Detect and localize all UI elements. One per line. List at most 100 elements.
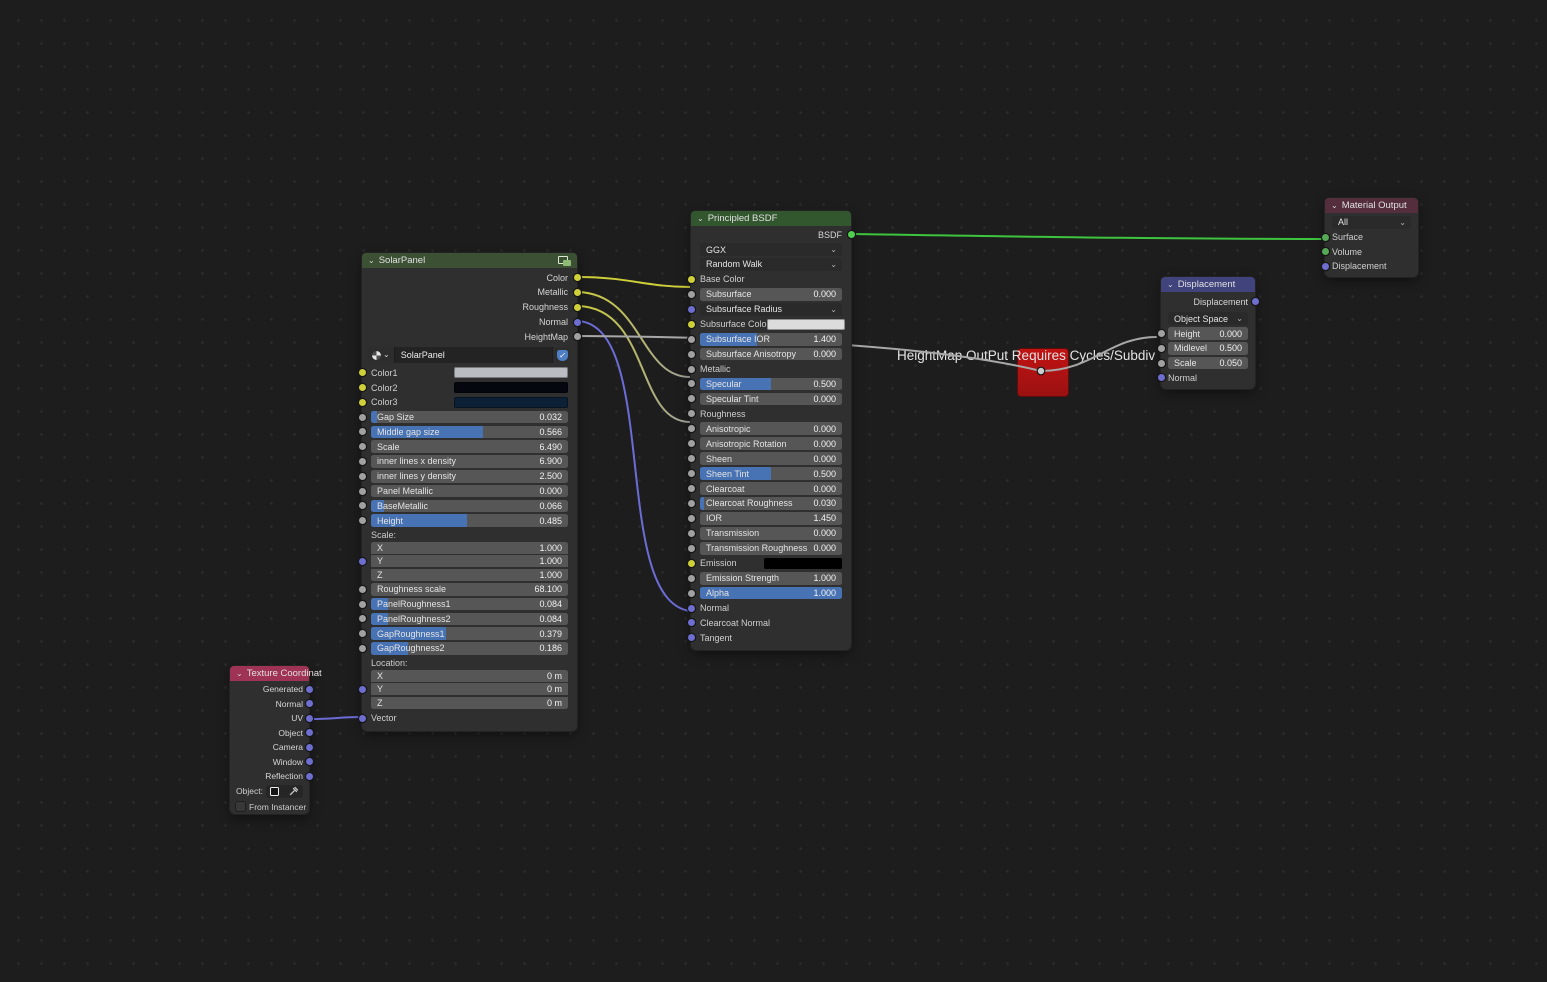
socket-color[interactable]	[573, 274, 581, 282]
socket-color2[interactable]	[358, 384, 366, 392]
socket[interactable]	[687, 485, 695, 493]
subsurface-radius-dropdown[interactable]: Subsurface Radius⌄	[687, 302, 842, 316]
link-color-basecolor[interactable]	[577, 276, 691, 288]
socket-heightmap[interactable]	[573, 333, 581, 341]
socket[interactable]	[358, 502, 366, 510]
texture-coordinate-header[interactable]: ⌄ Texture Coordinat	[230, 666, 322, 681]
subsurface-color-swatch[interactable]	[766, 318, 845, 330]
socket-color1[interactable]	[358, 369, 366, 377]
socket-metallic[interactable]	[687, 365, 695, 373]
link-bsdf-surface[interactable]	[851, 233, 1325, 240]
socket[interactable]	[687, 529, 695, 537]
socket[interactable]	[687, 544, 695, 552]
socket[interactable]	[687, 335, 695, 343]
object-field[interactable]	[265, 784, 303, 798]
socket-normal[interactable]	[573, 318, 581, 326]
socket-object[interactable]	[305, 729, 313, 737]
socket-base-color[interactable]	[687, 275, 695, 283]
socket[interactable]	[358, 615, 366, 623]
socket[interactable]	[687, 589, 695, 597]
node-material-output[interactable]: ⌄ Material Output All⌄ Surface Volume Di…	[1321, 198, 1418, 277]
link-roughness[interactable]	[577, 305, 691, 423]
socket-roughness[interactable]	[687, 410, 695, 418]
socket[interactable]	[687, 350, 695, 358]
fake-user-toggle[interactable]: ✓	[553, 347, 571, 364]
socket-window[interactable]	[305, 758, 313, 766]
from-instancer-row[interactable]: From Instancer	[236, 800, 306, 814]
socket[interactable]	[687, 470, 695, 478]
node-displacement[interactable]: ⌄ Displacement Displacement Object Space…	[1157, 277, 1259, 390]
collapse-chevron-icon[interactable]: ⌄	[368, 255, 375, 265]
socket[interactable]	[358, 457, 366, 465]
socket-displacement-in[interactable]	[1321, 262, 1329, 270]
node-solarpanel-group[interactable]: ⌄ SolarPanel Color Metallic Roughness No…	[358, 253, 581, 731]
link-metallic[interactable]	[577, 291, 691, 378]
socket-normal[interactable]	[1157, 374, 1165, 382]
socket-vector[interactable]	[358, 714, 366, 722]
socket[interactable]	[687, 514, 695, 522]
socket[interactable]	[687, 395, 695, 403]
socket[interactable]	[358, 472, 366, 480]
socket-generated[interactable]	[305, 685, 313, 693]
collapse-chevron-icon[interactable]: ⌄	[236, 668, 243, 678]
collapse-chevron-icon[interactable]: ⌄	[1331, 200, 1338, 210]
socket-normal[interactable]	[687, 604, 695, 612]
socket[interactable]	[358, 600, 366, 608]
socket[interactable]	[687, 574, 695, 582]
target-dropdown[interactable]: All⌄	[1332, 215, 1411, 229]
socket-surface[interactable]	[1321, 233, 1329, 241]
emission-color-swatch[interactable]	[763, 557, 842, 569]
socket-subsurface-color[interactable]	[687, 320, 695, 328]
link-normal[interactable]	[577, 320, 691, 612]
socket-roughness[interactable]	[573, 303, 581, 311]
socket[interactable]	[358, 413, 366, 421]
socket[interactable]	[358, 443, 366, 451]
space-dropdown[interactable]: Object Space⌄	[1168, 312, 1248, 326]
socket-location[interactable]	[358, 685, 366, 693]
socket-emission[interactable]	[687, 559, 695, 567]
socket[interactable]	[687, 290, 695, 298]
socket[interactable]	[687, 380, 695, 388]
socket-midlevel[interactable]	[1157, 344, 1165, 352]
socket-scale[interactable]	[1157, 359, 1165, 367]
subsurface-method-dropdown[interactable]: Random Walk⌄	[700, 258, 842, 271]
socket[interactable]	[358, 644, 366, 652]
from-instancer-checkbox[interactable]	[236, 802, 245, 812]
socket-normal[interactable]	[305, 700, 313, 708]
socket-clearcoat-normal[interactable]	[687, 619, 695, 627]
socket-camera[interactable]	[305, 743, 313, 751]
socket-displacement-out[interactable]	[1251, 298, 1259, 306]
socket-bsdf[interactable]	[847, 231, 855, 239]
material-output-header[interactable]: ⌄ Material Output	[1325, 198, 1418, 213]
